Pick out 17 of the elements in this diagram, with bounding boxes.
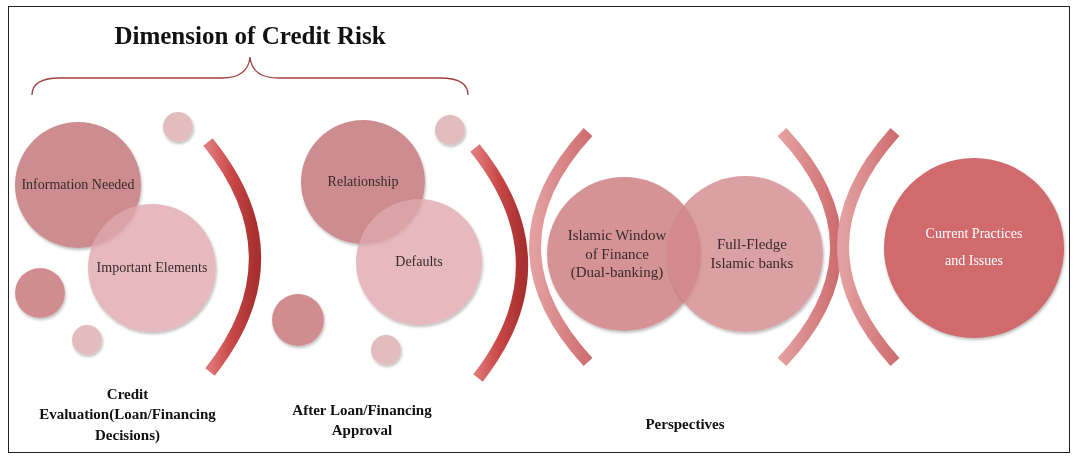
node-text: Islamic Window of Finance (Dual-banking) [566,225,668,283]
group-label: After Loan/Financing Approval [291,401,433,441]
group-label: Perspectives [644,415,726,434]
bubble [435,115,465,145]
bubble [72,325,102,355]
bubble [15,268,65,318]
bubble [163,112,193,142]
node-text: Relationship [326,173,400,191]
node-text: Important Elements [95,259,209,277]
node-text: Defaults [394,253,444,271]
node-text: Current Practices and Issues [924,225,1024,270]
bubble [371,335,401,365]
title: Dimension of Credit Risk [113,22,387,50]
bubble [272,294,324,346]
node-text: Information Needed [20,176,136,194]
node-text: Full-Fledge Islamic banks [709,235,795,273]
group-label: Credit Evaluation(Loan/Financing Decisions) [38,385,217,445]
